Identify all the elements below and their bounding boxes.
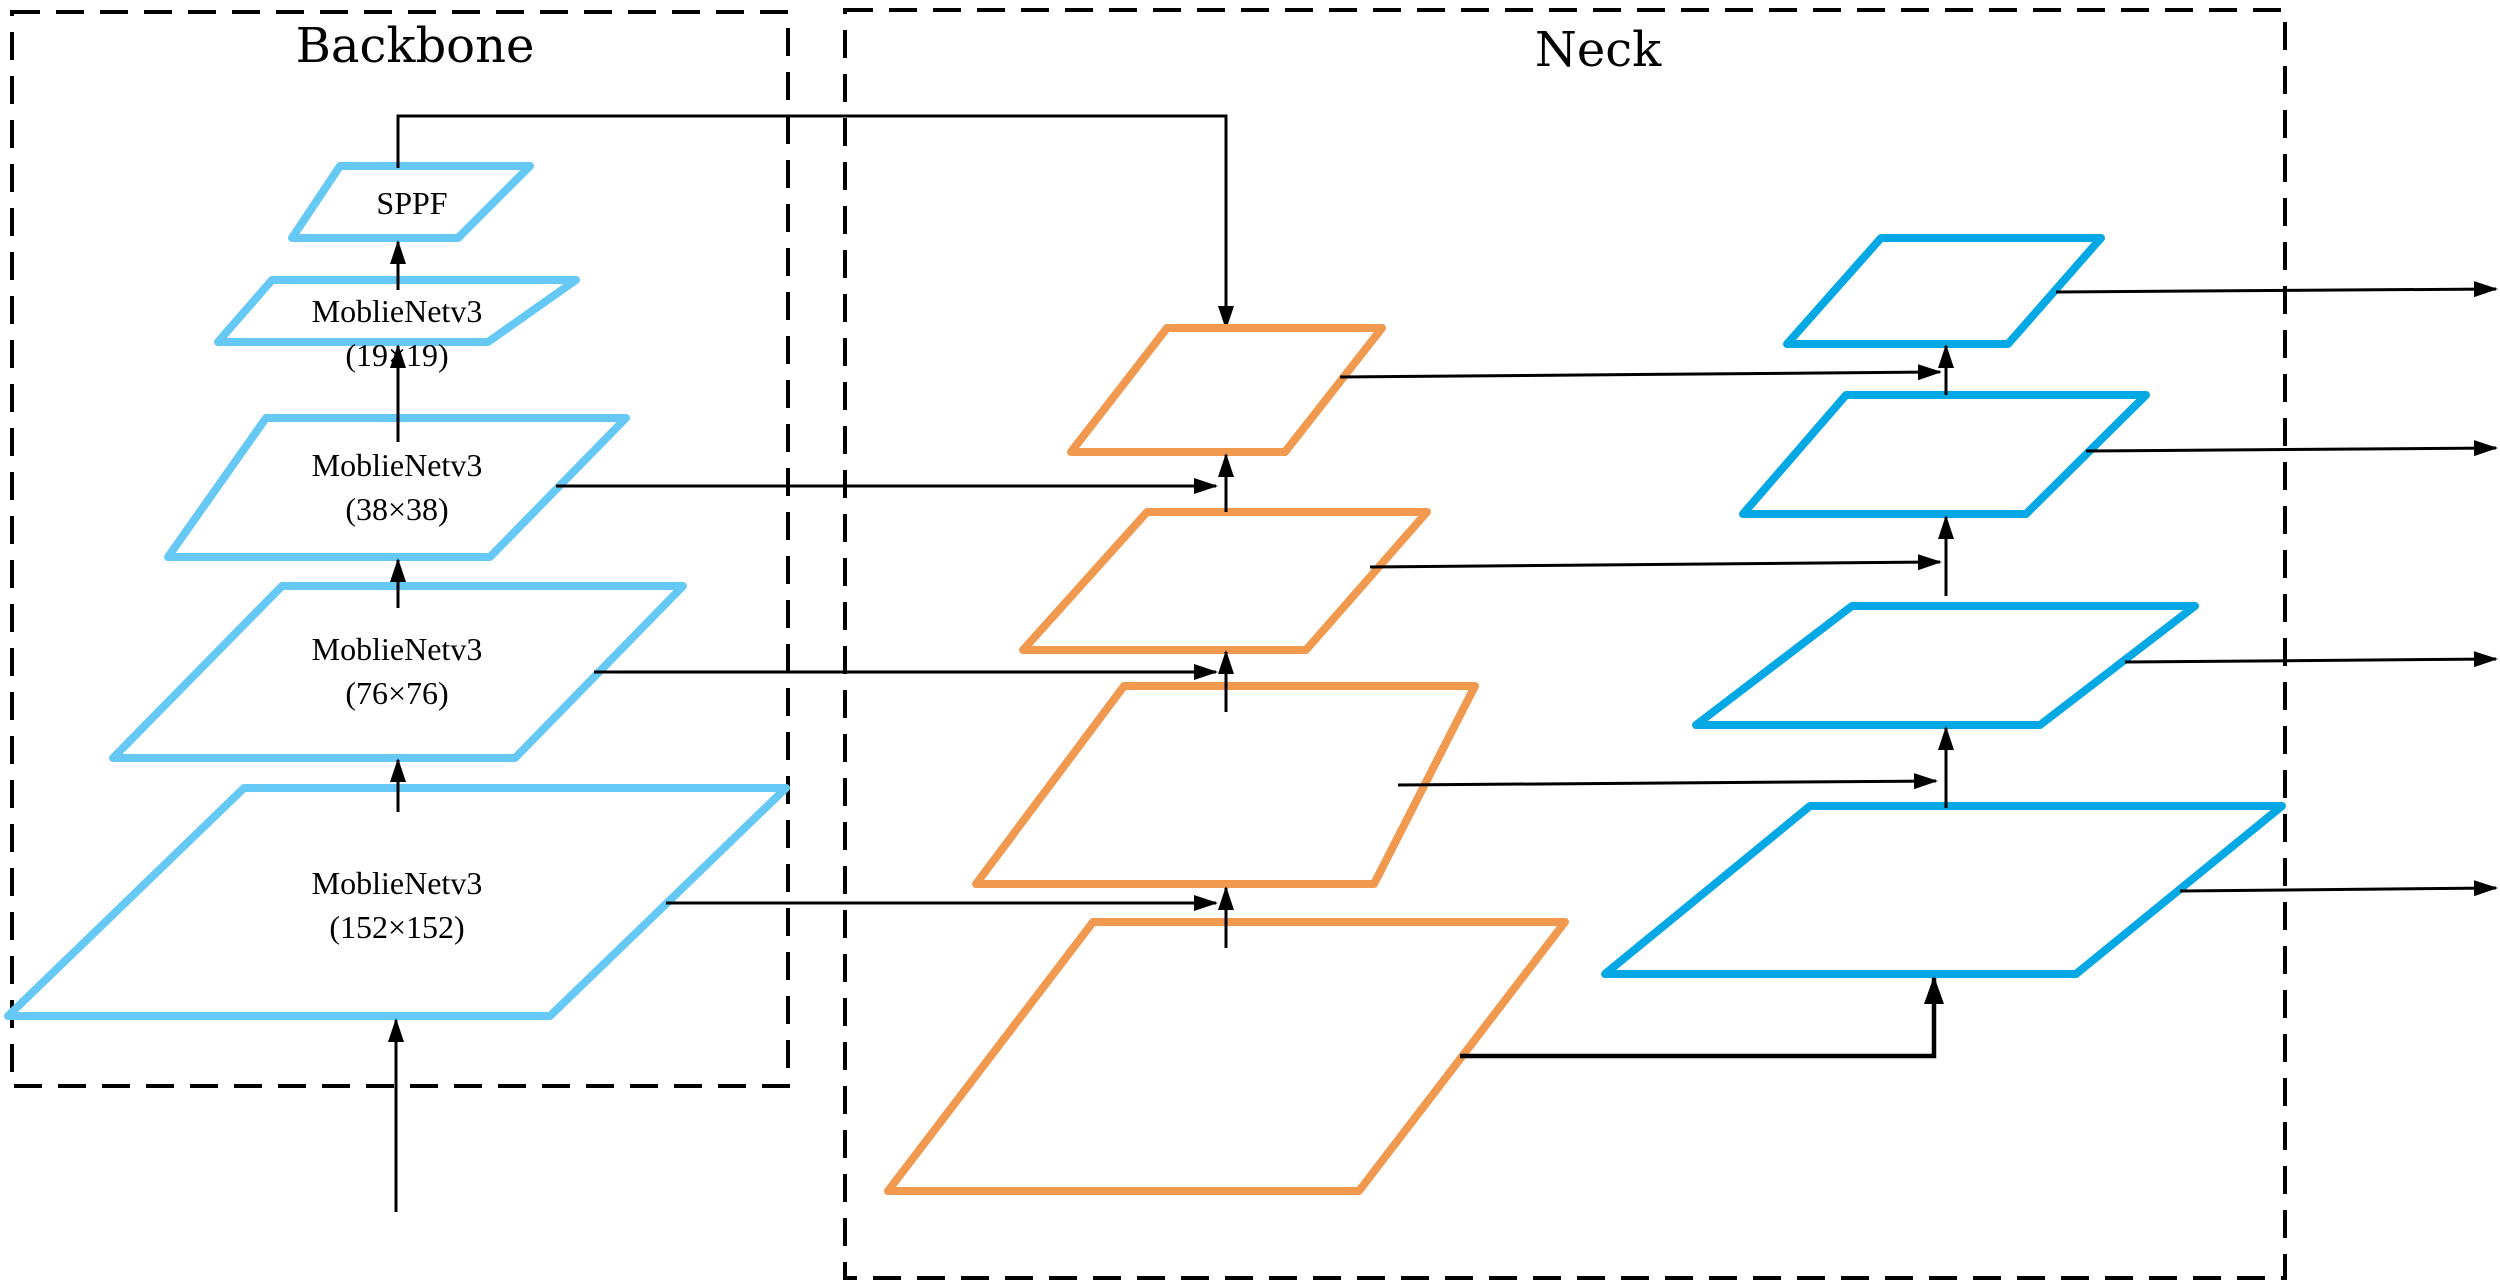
output-arrow-4 bbox=[2179, 880, 2498, 897]
mobilenet-38-label: MoblieNetv3 bbox=[312, 447, 483, 483]
orange-1-to-blue-1-arrow bbox=[1339, 364, 1942, 381]
mobilenet-38-size: (38×38) bbox=[345, 491, 448, 527]
output-arrow-1 bbox=[2055, 281, 2498, 298]
neck-blue-4 bbox=[1601, 802, 2286, 978]
neck-blue-2 bbox=[1739, 391, 2150, 518]
output-arrow-2 bbox=[2085, 440, 2498, 457]
neck-blue-1 bbox=[1783, 234, 2105, 348]
neck-frame bbox=[843, 8, 2287, 1280]
neck-orange-3 bbox=[972, 682, 1479, 888]
mobilenet-152-size: (152×152) bbox=[329, 909, 464, 945]
mobilenet-19-shape bbox=[214, 276, 580, 346]
neck-blue-3 bbox=[1692, 602, 2199, 729]
backbone-title: Backbone bbox=[296, 18, 535, 74]
orange-3-to-blue-3-arrow bbox=[1397, 773, 1938, 790]
orange-2-to-blue-2-arrow bbox=[1369, 554, 1942, 571]
mobilenet-152-label: MoblieNetv3 bbox=[312, 865, 483, 901]
mobilenet-19-label: MoblieNetv3 bbox=[312, 293, 483, 329]
neck-orange-1 bbox=[1067, 324, 1386, 456]
neck-title: Neck bbox=[1535, 22, 1662, 78]
mobilenet-76-size: (76×76) bbox=[345, 675, 448, 711]
mobilenet-152-shape bbox=[4, 784, 790, 1020]
mobilenet-38-shape bbox=[164, 414, 630, 561]
orange-4-to-blue-4-arrow bbox=[1460, 976, 1944, 1059]
backbone-block-76: MoblieNetv3 (76×76) bbox=[109, 582, 687, 762]
sppf-to-neck-arrow bbox=[396, 114, 1234, 330]
mobilenet-76-label: MoblieNetv3 bbox=[312, 631, 483, 667]
mobilenet-76-shape bbox=[109, 582, 687, 762]
backbone-block-38: MoblieNetv3 (38×38) bbox=[164, 414, 630, 561]
backbone-block-sppf: SPPF bbox=[288, 162, 534, 242]
output-arrow-3 bbox=[2124, 651, 2498, 668]
backbone-block-152: MoblieNetv3 (152×152) bbox=[4, 784, 790, 1020]
neck-orange-2 bbox=[1019, 508, 1431, 654]
sppf-shape bbox=[288, 162, 534, 242]
backbone-block-19: MoblieNetv3 (19×19) bbox=[214, 276, 580, 373]
sppf-label: SPPF bbox=[376, 185, 447, 221]
neck-orange-4 bbox=[884, 918, 1569, 1195]
